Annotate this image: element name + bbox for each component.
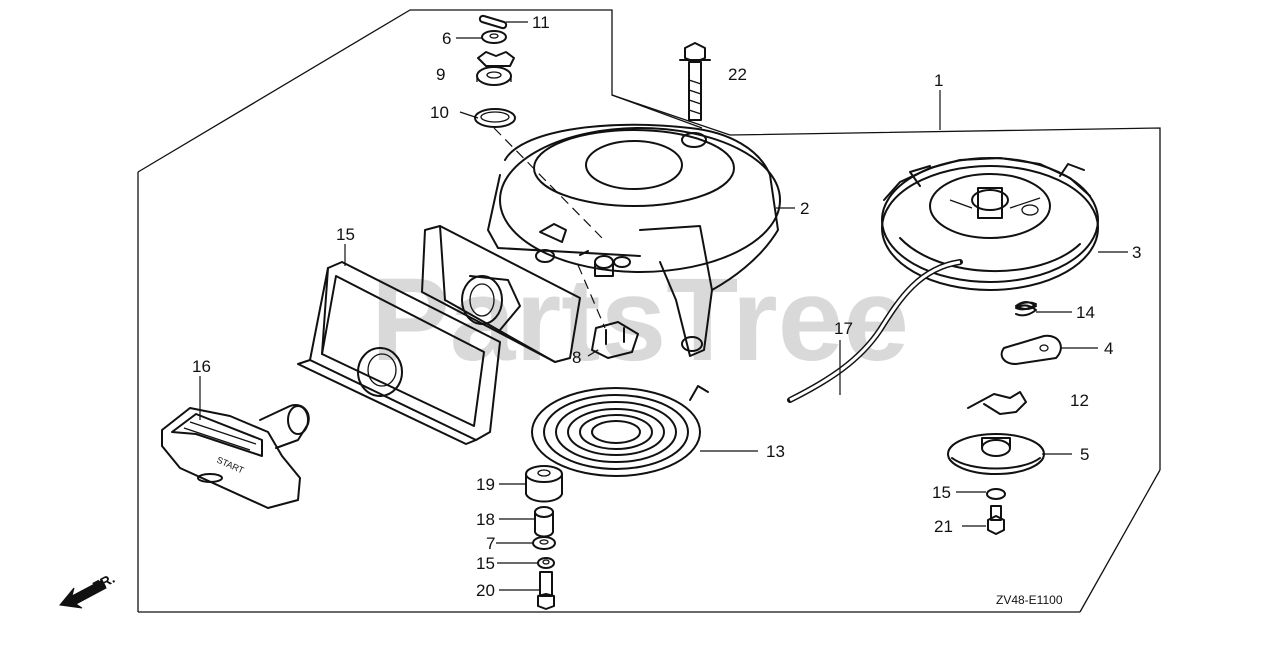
callout-19: 18	[476, 510, 495, 529]
callout-15-right: 15	[932, 483, 951, 502]
callout-15-left: 15	[476, 554, 495, 573]
callout-10: 10	[430, 103, 449, 122]
callout-13: 13	[766, 442, 785, 461]
callout-3: 3	[1132, 243, 1141, 262]
callout-9: 9	[436, 65, 445, 84]
part-6-washer	[481, 30, 507, 44]
callout-5: 5	[1080, 445, 1089, 464]
callout-21: 20	[476, 581, 495, 600]
callout-18: 17	[834, 319, 853, 338]
part-18-rope	[787, 259, 963, 403]
part-3-reel	[881, 157, 1099, 291]
callout-8: 8	[572, 348, 581, 367]
part-2-starter-case	[487, 123, 781, 357]
callout-17: 16	[192, 357, 211, 376]
leader-lines	[199, 21, 1128, 591]
part-9-ratchet	[476, 51, 515, 86]
callout-1: 1	[934, 71, 943, 90]
part-15-washer-right	[986, 488, 1006, 500]
part-12-clip	[967, 391, 1027, 415]
part-10-ring	[474, 108, 516, 128]
callout-23: 22	[728, 65, 747, 84]
callout-6: 6	[442, 29, 451, 48]
part-19-collar	[534, 506, 554, 538]
part-21-screw	[537, 571, 555, 610]
part-8-guide	[591, 321, 639, 359]
part-7-washer	[532, 536, 556, 550]
reference-lines	[493, 127, 606, 329]
assembly-frame	[137, 9, 1161, 613]
diagram-code: ZV48-E1100	[996, 593, 1063, 607]
callout-7: 7	[486, 534, 495, 553]
part-11-pin	[478, 14, 508, 30]
callout-11: 11	[532, 13, 550, 32]
watermark: PartsTree	[371, 254, 909, 386]
front-arrow: FR.	[59, 570, 117, 609]
part-5-friction-plate	[947, 433, 1045, 475]
part-17-starter-handle: START	[161, 404, 310, 509]
handle-text: START	[215, 455, 246, 476]
callout-12: 12	[1070, 391, 1089, 410]
callout-14: 14	[1076, 303, 1095, 322]
callout-labels: 11 6 9 10 22 1 2 3 15 14 17 4 8 16 12 13…	[192, 13, 1141, 600]
part-13-recoil-spring	[531, 385, 709, 477]
callout-16: 15	[336, 225, 355, 244]
part-14-spring	[1015, 301, 1037, 317]
callout-22: 21	[934, 517, 953, 536]
callout-20: 19	[476, 475, 495, 494]
part-23-bolt	[679, 42, 711, 121]
part-4-pawl	[1000, 334, 1062, 365]
part-20-damper	[525, 465, 563, 503]
rope-guide-plate	[421, 225, 581, 363]
part-15-washer-left	[537, 557, 555, 569]
callout-2: 2	[800, 199, 809, 218]
callout-4: 4	[1104, 339, 1113, 358]
part-16-plate	[297, 261, 501, 445]
part-22-screw	[987, 505, 1005, 535]
